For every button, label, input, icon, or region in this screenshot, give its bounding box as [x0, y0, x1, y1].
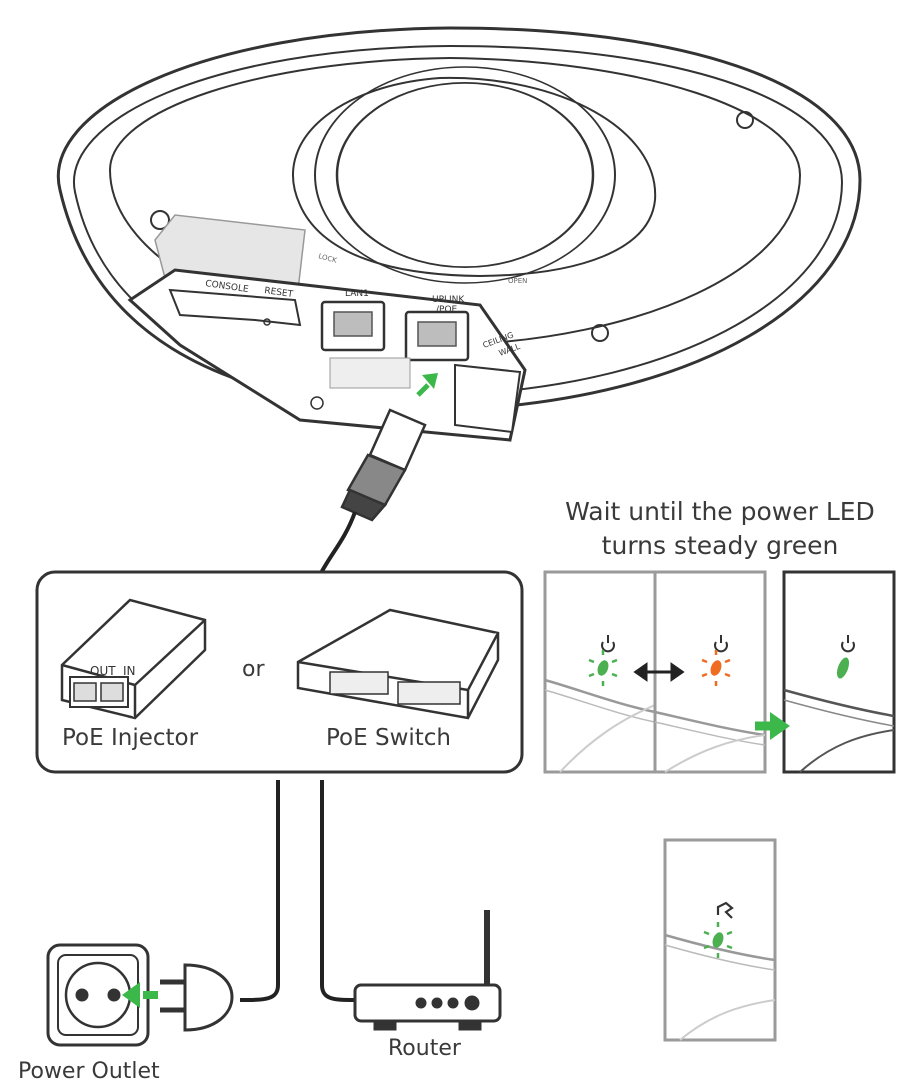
led-green-blinking [703, 922, 733, 958]
ethernet-plug [340, 408, 427, 522]
access-point-device [56, 26, 862, 442]
arrow-right-icon [755, 712, 790, 740]
cloud-icon [716, 901, 734, 919]
power-plug [160, 963, 234, 1032]
poe-injector-label: PoE Injector [62, 725, 199, 751]
poe-injector-device [60, 598, 207, 720]
uplink-label: UPLINK [432, 295, 465, 305]
reset-label: RESET [264, 286, 294, 300]
cable-device-to-panel [318, 511, 357, 576]
double-arrow-icon [633, 662, 685, 682]
poe-port-label: /POE [436, 305, 458, 315]
led-green-blinking [588, 650, 618, 686]
instruction-line-1: Wait until the power LED [565, 497, 875, 526]
arrow-up-icon [416, 373, 438, 397]
router-label: Router [388, 1036, 461, 1061]
router-device [353, 910, 502, 1031]
lan1-label: LAN1 [345, 289, 369, 299]
or-label: or [242, 657, 265, 682]
instruction-line-2: turns steady green [601, 531, 839, 560]
power-icon [841, 635, 855, 653]
cable-to-plug [239, 780, 280, 1002]
led-orange-blinking [701, 650, 731, 686]
poe-switch-device [296, 608, 500, 720]
power-outlet [46, 943, 150, 1047]
poe-switch-label: PoE Switch [326, 725, 452, 751]
power-icon [601, 635, 615, 653]
led-blinking-orange-panel [653, 570, 767, 774]
injector-in-label: IN [123, 664, 136, 678]
injector-out-label: OUT [90, 664, 116, 678]
power-outlet-label: Power Outlet [18, 1059, 160, 1084]
cable-to-router [320, 780, 356, 1002]
led-green-steady [836, 657, 850, 679]
power-icon [714, 635, 728, 653]
arrow-left-icon [122, 982, 158, 1008]
open-label: OPEN [508, 277, 527, 285]
